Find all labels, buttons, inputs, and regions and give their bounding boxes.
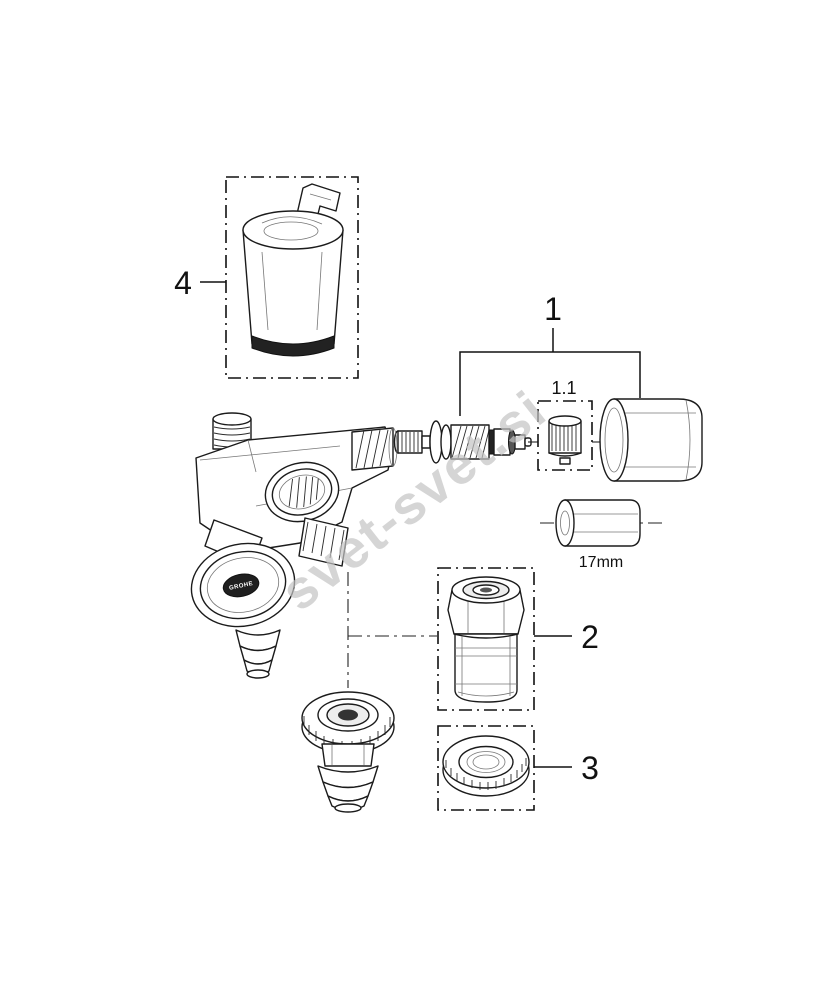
- part1-1-dashed-box: [537, 400, 593, 471]
- dimension-label: 17mm: [579, 554, 623, 571]
- part2-dashed-box: [437, 567, 535, 711]
- hose-coupling-drawing: [447, 576, 525, 703]
- brand-badge-text: GROHE: [229, 581, 254, 592]
- part4-group: 4: [174, 176, 359, 379]
- part4-callout-label: 4: [174, 265, 192, 301]
- main-valve-body-drawing: GROHE: [190, 412, 398, 679]
- tap-connector-drawing: [301, 691, 395, 813]
- part1-1-group: 1.1: [537, 378, 593, 471]
- chrome-cap-drawing: [599, 398, 703, 482]
- hex-adapter-body: [564, 499, 641, 547]
- ring-nut-drawing: [442, 735, 530, 797]
- brand-badge: [222, 573, 260, 598]
- part1-callout-label: 1: [544, 291, 562, 327]
- part2-group: 2: [437, 567, 599, 711]
- part3-callout-label: 3: [581, 750, 599, 786]
- ring-knurl-ticks: [445, 758, 527, 790]
- hex-adapter-group: 17mm: [540, 499, 662, 571]
- part1-1-callout-label: 1.1: [551, 378, 576, 398]
- part1-callout-bracket: [459, 351, 641, 416]
- part4-dashed-box: [225, 176, 359, 379]
- part3-group: 3: [437, 725, 599, 811]
- part2-callout-label: 2: [581, 619, 599, 655]
- protective-cap-drawing: [242, 183, 344, 357]
- check-valve-insert-drawing: [548, 415, 582, 465]
- callout1-group: 1: [459, 291, 641, 416]
- part3-dashed-box: [437, 725, 535, 811]
